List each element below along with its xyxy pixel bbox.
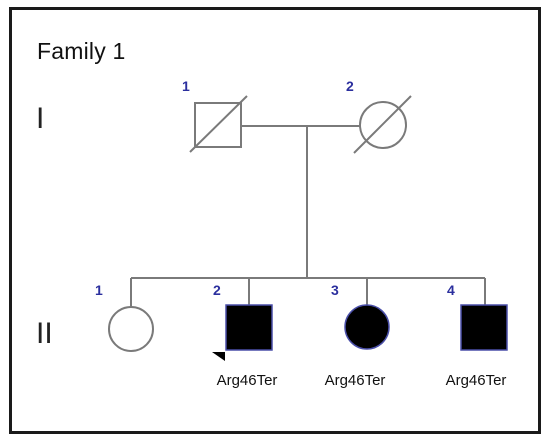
individual-i-1-male-square: [194, 102, 242, 148]
individual-ii-2-affected-male-square: [225, 304, 273, 351]
number-ii-1: 1: [95, 282, 103, 298]
individual-ii-4-affected-male-square: [460, 304, 508, 351]
individual-ii-1-female-circle: [108, 306, 154, 352]
individual-i-2-female-circle: [359, 101, 407, 149]
individual-ii-3-affected-female-circle: [344, 304, 390, 350]
deceased-slash-i-1: [189, 95, 248, 153]
generation-label-i: I: [36, 102, 45, 135]
proband-arrow-icon: [212, 352, 225, 361]
generation-label-ii: II: [36, 317, 53, 350]
pedigree-frame: [9, 7, 541, 434]
deceased-slash-i-2: [353, 95, 412, 154]
number-ii-3: 3: [331, 282, 339, 298]
genotype-ii-2: Arg46Ter: [216, 372, 278, 389]
genotype-ii-3: Arg46Ter: [324, 372, 386, 389]
number-ii-2: 2: [213, 282, 221, 298]
genotype-ii-4: Arg46Ter: [445, 372, 507, 389]
number-i-1: 1: [182, 78, 190, 94]
number-i-2: 2: [346, 78, 354, 94]
number-ii-4: 4: [447, 282, 455, 298]
pedigree-title: Family 1: [37, 38, 126, 64]
